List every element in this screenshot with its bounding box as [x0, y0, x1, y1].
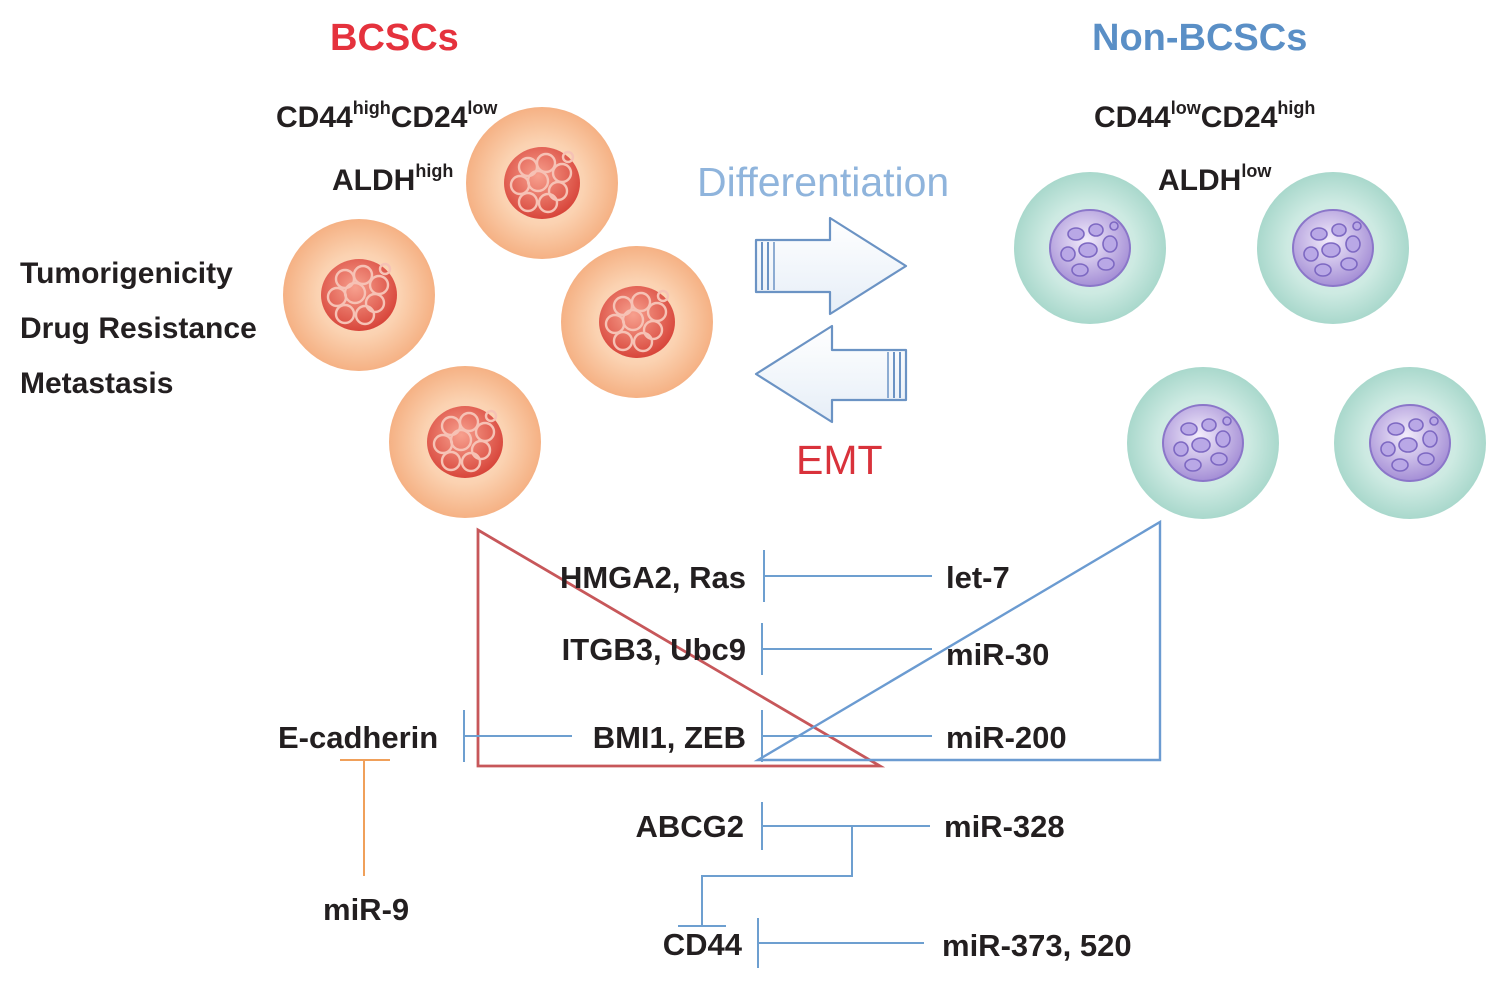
- differentiation-label: Differentiation: [697, 159, 950, 205]
- bcsc-marker-aldh: ALDHhigh: [332, 161, 454, 197]
- non-bcsc-cell: [1013, 171, 1167, 325]
- mir9-connector: [340, 759, 390, 876]
- non-bcsc-cell: [1333, 366, 1487, 520]
- mirna-mir-373-520: miR-373, 520: [942, 928, 1132, 963]
- mirna-mir-328: miR-328: [944, 809, 1065, 844]
- property-drug-resistance: Drug Resistance: [20, 312, 257, 345]
- mirna-mir-30: miR-30: [946, 637, 1050, 672]
- differentiation-arrow-icon: [754, 216, 908, 316]
- target-hmga2-ras: HMGA2, Ras: [559, 560, 746, 595]
- non-bcsc-title: Non-BCSCs: [1092, 17, 1308, 59]
- property-tumorigenicity: Tumorigenicity: [20, 257, 233, 290]
- non-bcsc-cell: [1256, 171, 1410, 325]
- non-bcsc-wedge-triangle: [753, 519, 1162, 762]
- target-bmi1-zeb: BMI1, ZEB: [592, 720, 746, 755]
- mirna-mir-200: miR-200: [946, 720, 1067, 755]
- non-bcsc-marker-cd44-cd24: CD44lowCD24high: [1094, 98, 1316, 134]
- bcsc-cell: [387, 364, 543, 520]
- non-bcsc-cell: [1126, 366, 1280, 520]
- non-bcsc-marker-aldh: ALDHlow: [1158, 161, 1272, 197]
- bcsc-title: BCSCs: [330, 17, 459, 59]
- e-cadherin-label: E-cadherin: [278, 720, 439, 755]
- bcsc-wedge-triangle: [476, 527, 886, 768]
- bcsc-marker-cd44-cd24: CD44highCD24low: [276, 98, 498, 134]
- target-cd44: CD44: [662, 927, 742, 962]
- target-itgb3-ubc9: ITGB3, Ubc9: [561, 632, 746, 667]
- bcsc-cell: [281, 217, 437, 373]
- mirna-mir-9: miR-9: [323, 892, 410, 927]
- bcsc-cell: [559, 244, 715, 400]
- mirna-let-7: let-7: [946, 560, 1010, 595]
- emt-label: EMT: [796, 437, 883, 483]
- emt-arrow-icon: [754, 324, 908, 424]
- inhibition-connectors: [463, 550, 932, 968]
- target-abcg2: ABCG2: [635, 809, 744, 844]
- property-metastasis: Metastasis: [20, 367, 174, 400]
